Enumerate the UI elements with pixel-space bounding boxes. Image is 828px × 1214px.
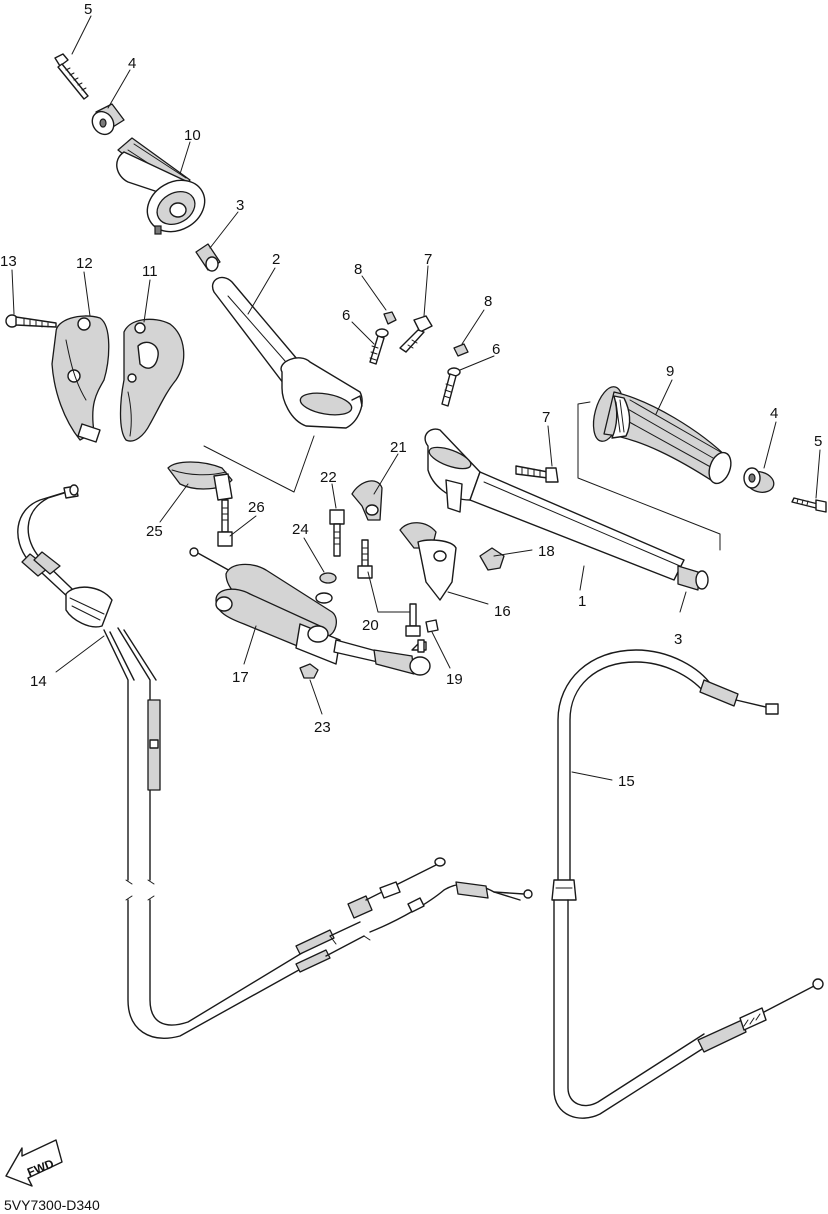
dashed-bracket-2 (203, 435, 315, 493)
fwd-arrow-icon: FWD (5, 1139, 63, 1187)
washer-24 (319, 572, 337, 584)
callout-15: 15 (618, 773, 635, 790)
callout-17: 17 (232, 669, 249, 686)
callout-12: 12 (76, 255, 93, 272)
callout-5: 5 (814, 433, 822, 450)
callout-20: 20 (362, 617, 379, 634)
dashed-bracket-9 (577, 401, 721, 551)
leader-lines (11, 15, 821, 781)
callout-4: 4 (770, 405, 778, 422)
callout-23: 23 (314, 719, 331, 736)
callout-19: 19 (446, 671, 463, 688)
bolt-22 (329, 509, 345, 557)
bolt-7-right (515, 465, 559, 483)
switch-housing-upper-12 (51, 315, 110, 443)
callout-1: 1 (578, 593, 586, 610)
callout-10: 10 (184, 127, 201, 144)
callout-14: 14 (30, 673, 47, 690)
steering-damper-17 (189, 547, 431, 676)
bolt-5-right (791, 497, 827, 513)
diagram-code: 5VY7300-D340 (4, 1197, 100, 1213)
clamp-16 (399, 522, 457, 601)
left-handlebar-2 (211, 276, 363, 429)
bolt-6-upper (369, 328, 389, 365)
callout-25: 25 (146, 523, 163, 540)
callout-26: 26 (248, 499, 265, 516)
bolt-7-upper (399, 315, 433, 353)
throttle-grip-10 (116, 137, 206, 235)
nut-8-right (453, 343, 469, 357)
callout-3: 3 (674, 631, 682, 648)
clamp-25 (167, 461, 233, 501)
callout-8: 8 (484, 293, 492, 310)
callout-5: 5 (84, 1, 92, 18)
callout-6: 6 (342, 307, 350, 324)
callout-18: 18 (538, 543, 555, 560)
callout-4: 4 (128, 55, 136, 72)
throttle-cables-14 (17, 484, 533, 1039)
nut-8-upper (383, 311, 397, 325)
collar-3-left (195, 243, 221, 272)
callout-22: 22 (320, 469, 337, 486)
callout-16: 16 (494, 603, 511, 620)
washer-19 (425, 619, 439, 633)
bolt-5-left (54, 53, 89, 100)
switch-housing-lower-11 (119, 318, 185, 442)
right-grip-9 (592, 386, 732, 485)
clutch-cable-15 (551, 649, 824, 1119)
callout-numbers: 5 4 10 3 2 8 7 6 8 6 13 12 11 9 7 4 5 21… (0, 1, 822, 790)
callout-3: 3 (236, 197, 244, 214)
bolt-6-right (441, 367, 461, 407)
callout-8: 8 (354, 261, 362, 278)
callout-11: 11 (142, 263, 158, 280)
nut-23 (299, 663, 319, 679)
bracket-21 (351, 480, 383, 521)
callout-2: 2 (272, 251, 280, 268)
callout-21: 21 (390, 439, 407, 456)
bolt-26 (217, 499, 233, 547)
callout-7: 7 (424, 251, 432, 268)
collar-3-right (677, 565, 709, 591)
right-handlebar-1 (424, 428, 685, 581)
callout-24: 24 (292, 521, 309, 538)
callout-9: 9 (666, 363, 674, 380)
callout-7: 7 (542, 409, 550, 426)
callout-6: 6 (492, 341, 500, 358)
nut-18 (479, 547, 505, 571)
grip-end-weight-4-left (91, 103, 125, 136)
bolt-20-left (357, 539, 373, 579)
grip-end-weight-4-right (743, 467, 775, 493)
bolt-20-right (405, 603, 421, 637)
screw-13 (5, 314, 57, 328)
callout-13: 13 (0, 253, 17, 270)
